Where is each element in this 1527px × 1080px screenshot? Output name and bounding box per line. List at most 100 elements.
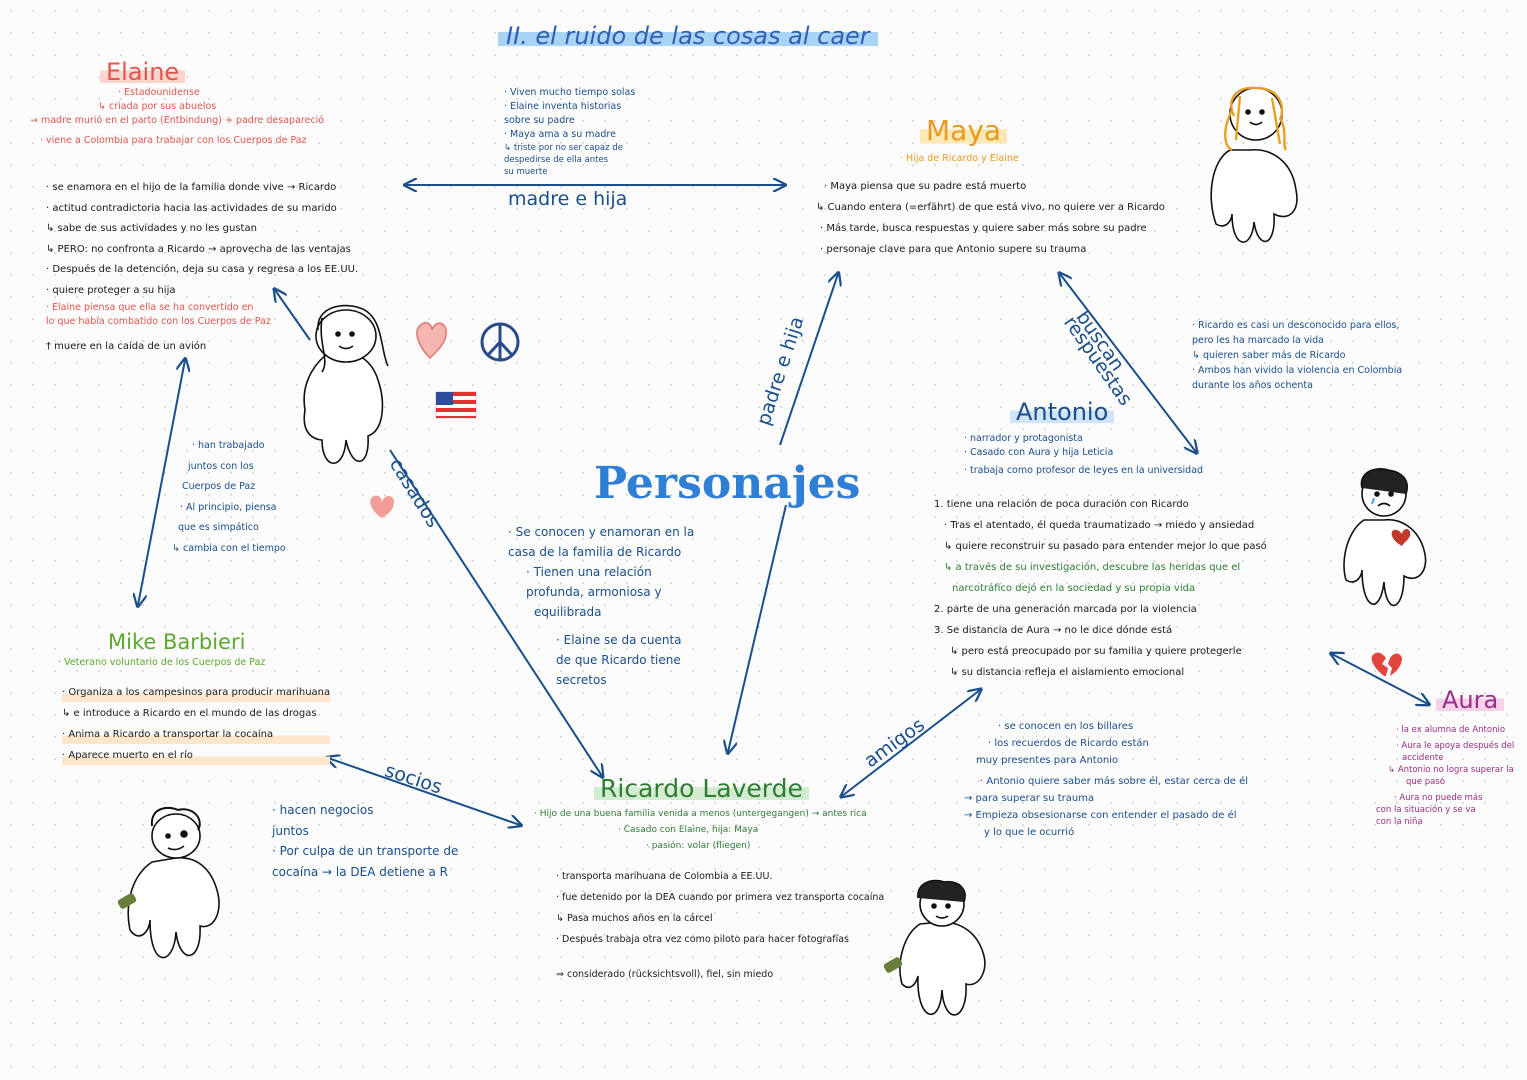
arrow-elaine-mike [138, 360, 185, 605]
text-line: cocaína → la DEA detiene a R [272, 864, 448, 879]
text-line: · Al principio, piensa [180, 501, 277, 513]
text-line: · actitud contradictoria hacia las activ… [46, 202, 337, 214]
arrow-padre-hija-down [728, 504, 787, 752]
text-line: que es simpático [178, 522, 259, 533]
arrow-elaine-up [275, 290, 311, 341]
text-line: lo que había combatido con los Cuerpos d… [46, 316, 271, 327]
mike-points: · Organiza a los campesinos para produci… [62, 682, 331, 766]
text-line: · los recuerdos de Ricardo están [988, 738, 1149, 749]
text-line: y lo que le ocurrió [984, 827, 1075, 838]
text-line: juntos [272, 823, 309, 838]
text-line: que pasó [1406, 777, 1445, 787]
text-line: ⇒ considerado (rücksichtsvoll), fiel, si… [556, 969, 774, 980]
text-line: secretos [556, 673, 607, 687]
text-line: Cuerpos de Paz [182, 481, 256, 492]
text-line: 1. tiene una relación de poca duración c… [934, 499, 1189, 510]
text-line: ↳ sabe de sus actividades y no les gusta… [46, 223, 257, 234]
text-line: † muere en la caída de un avión [46, 341, 207, 352]
antonio-intro: · narrador y protagonista · Casado con A… [964, 432, 1203, 478]
text-line: muy presentes para Antonio [976, 755, 1119, 766]
antonio-name: Antonio [1010, 398, 1115, 426]
text-line: → madre murió en el parto (Entbindung) +… [30, 115, 325, 126]
elaine-figure [303, 304, 389, 465]
text-line: · se conocen en los billares [998, 721, 1134, 732]
text-line: · Aparece muerto en el río [62, 745, 331, 766]
madre-hija-notes: · Viven mucho tiempo solas · Elaine inve… [504, 86, 635, 178]
elaine-name: Elaine [100, 58, 186, 86]
page-title-text: II. el ruido de las cosas al caer [498, 22, 878, 50]
text-line: ↳ Cuando entera (=erfährt) de que está v… [816, 202, 1165, 213]
arrow-padre-hija-up [779, 274, 838, 446]
text-line: de que Ricardo tiene [556, 653, 681, 667]
text-line: · Maya ama a su madre [504, 129, 616, 140]
text-line: ↳ Pasa muchos años en la cárcel [556, 913, 713, 924]
text-line: despedirse de ella antes [504, 155, 609, 165]
elaine-intro: · Estadounidense ↳ criada por sus abuelo… [30, 86, 324, 148]
text-line: · Elaine inventa historias [504, 101, 622, 112]
text-line: con la niña [1376, 817, 1423, 827]
ricardo-intro: · Hijo de una buena familia venida a men… [534, 806, 867, 854]
text-line: 2. parte de una generación marcada por l… [934, 604, 1197, 615]
maya-name: Maya [920, 114, 1008, 147]
aura-points: · la ex alumna de Antonio · Aura le apoy… [1376, 724, 1514, 828]
amigos-notes: · se conocen en los billares · los recue… [964, 718, 1248, 841]
page-title: II. el ruido de las cosas al caer [498, 22, 878, 50]
text-line: 3. Se distancia de Aura → no le dice dón… [934, 625, 1173, 636]
text-line: ↳ a través de su investigación, descubre… [944, 562, 1241, 573]
text-line: profunda, armoniosa y [526, 585, 662, 599]
text-line: ↳ Antonio no logra superar la [1388, 765, 1514, 775]
text-line: sobre su padre [504, 115, 575, 126]
mike-name: Mike Barbieri [108, 630, 246, 654]
text-line: juntos con los [188, 460, 254, 472]
text-line: → para superar su trauma [964, 793, 1095, 804]
text-line: · Casado con Elaine, hija: Maya [618, 825, 759, 835]
mike-elaine-notes: · han trabajado juntos con los Cuerpos d… [172, 436, 286, 559]
text-line: · quiere proteger a su hija [46, 284, 176, 296]
text-line: · Tienen una relación [526, 565, 652, 579]
text-line: · Más tarde, busca respuestas y quiere s… [820, 223, 1147, 234]
aura-name: Aura [1436, 686, 1505, 714]
text-line: · la ex alumna de Antonio [1396, 725, 1506, 735]
antonio-figure [1343, 468, 1427, 607]
text-line: · Organiza a los campesinos para produci… [62, 682, 331, 703]
text-line: · transporta marihuana de Colombia a EE.… [556, 871, 773, 882]
arrow-amigos [842, 690, 980, 796]
ricardo-name: Ricardo Laverde [594, 774, 809, 803]
text-line: · personaje clave para que Antonio super… [820, 244, 1087, 255]
text-line: · Casado con Aura y hija Leticia [964, 447, 1114, 458]
ricardo-points: · transporta marihuana de Colombia a EE.… [556, 866, 884, 985]
text-line: durante los años ochenta [1192, 380, 1313, 391]
text-line: ↳ cambia con el tiempo [172, 542, 286, 554]
text-line: pero les ha marcado la vida [1192, 335, 1324, 346]
ricardo-unknown-notes: · Ricardo es casi un desconocido para el… [1192, 318, 1402, 393]
text-line: · se enamora en el hijo de la familia do… [46, 182, 337, 193]
text-line: · hacen negocios [272, 803, 374, 817]
text-line: · Ambos han vivido la violencia en Colom… [1192, 365, 1403, 376]
text-line: · Se conocen y enamoran en la [508, 525, 695, 539]
text-line: · pasión: volar (fliegen) [646, 841, 751, 851]
text-line: ↳ e introduce a Ricardo en el mundo de l… [62, 708, 317, 719]
text-line: ↳ PERO: no confronta a Ricardo → aprovec… [46, 243, 351, 255]
maya-figure [1210, 86, 1298, 243]
text-line: equilibrada [534, 605, 602, 619]
text-line: narcotráfico dejó en la sociedad y su pr… [952, 583, 1196, 594]
elaine-points: · se enamora en el hijo de la familia do… [46, 178, 358, 358]
text-line: ↳ criada por sus abuelos [98, 101, 217, 112]
usa-flag-icon [435, 391, 477, 419]
small-heart-icon [370, 495, 394, 518]
text-line: · trabaja como profesor de leyes en la u… [964, 465, 1204, 476]
text-line: · Hijo de una buena familia venida a men… [534, 809, 867, 819]
madre-hija-label: madre e hija [508, 188, 628, 210]
text-line: · Tras el atentado, él queda traumatizad… [944, 520, 1255, 531]
arrow-casados [389, 449, 602, 776]
text-line: · viene a Colombia para trabajar con los… [40, 135, 307, 146]
text-line: con la situación y se va [1376, 805, 1476, 815]
text-line: ↳ quiere reconstruir su pasado para ente… [944, 541, 1267, 552]
mike-figure [117, 807, 220, 959]
text-line: · Elaine se da cuenta [556, 633, 682, 647]
text-line: · Estadounidense [118, 87, 200, 98]
text-line: · Aura no puede más [1394, 793, 1483, 803]
text-line: · Antonio quiere saber más sobre él, est… [980, 776, 1249, 787]
broken-heart-icon [1371, 652, 1402, 676]
